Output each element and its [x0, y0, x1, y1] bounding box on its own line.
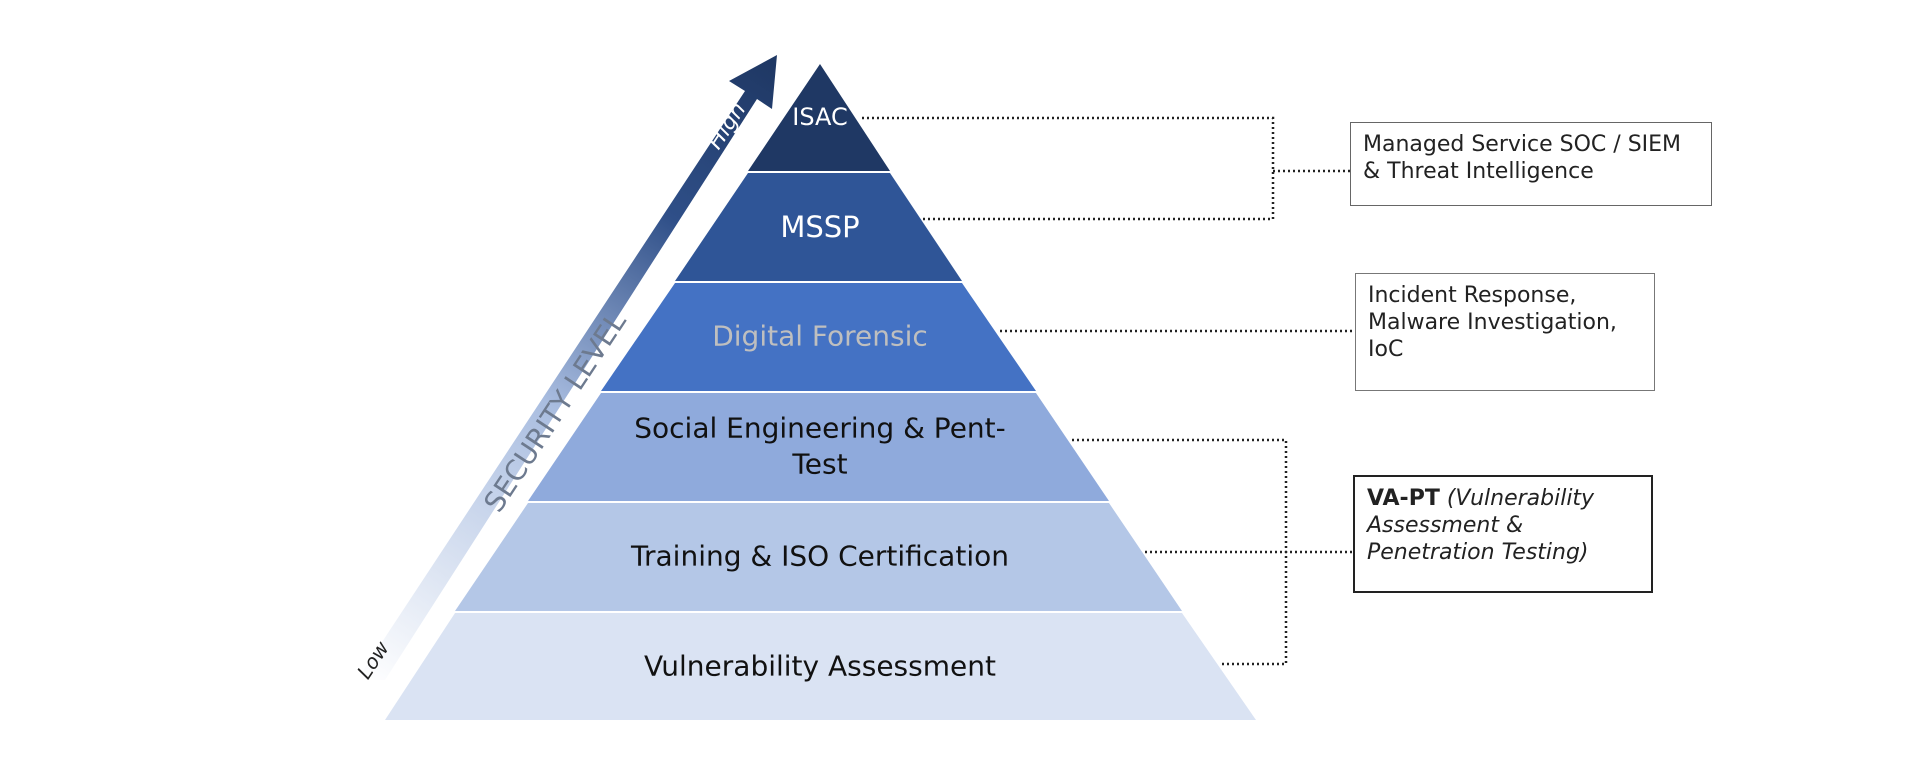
- callout-va-pt: VA-PT (Vulnerability Assessment & Penetr…: [1353, 475, 1653, 593]
- pyramid-tier-social-engineering: [528, 393, 1109, 501]
- callout-vapt-italic1: (Vulnerability: [1439, 486, 1595, 511]
- connector-lines: [862, 116, 1355, 666]
- tier-label-vulnerability-assessment: Vulnerability Assessment: [644, 650, 996, 683]
- pyramid-tier-digital-forensic: [601, 283, 1036, 391]
- callout-managed-line1: Managed Service SOC / SIEM: [1363, 132, 1682, 157]
- callout-vapt-title: VA-PT: [1367, 486, 1440, 511]
- tier-label-digital-forensic: Digital Forensic: [712, 320, 928, 353]
- callout-incident-response: Incident Response, Malware Investigation…: [1355, 273, 1655, 391]
- callout-incident-line2: Malware Investigation,: [1368, 310, 1617, 335]
- callout-vapt-line1: VA-PT (Vulnerability: [1367, 485, 1639, 512]
- callout-incident-line1: Incident Response,: [1368, 283, 1577, 308]
- tier-label-isac: ISAC: [792, 103, 848, 131]
- pyramid-tier-mssp: [675, 173, 962, 281]
- pyramid-tier-isac: [748, 64, 890, 171]
- callout-vapt-line3: Penetration Testing): [1367, 540, 1589, 565]
- callout-managed-service: Managed Service SOC / SIEM & Threat Inte…: [1350, 122, 1712, 206]
- tier-label-social-engineering-line2: Test: [791, 448, 847, 481]
- pyramid-tier-vulnerability-assessment: [385, 613, 1256, 720]
- pyramid-tier-training: [455, 503, 1182, 611]
- tier-label-mssp: MSSP: [780, 210, 859, 244]
- tier-label-training: Training & ISO Certification: [630, 540, 1009, 573]
- security-level-arrow: [357, 55, 777, 680]
- connector-managed-bracket: [862, 116, 1275, 221]
- callout-vapt-line2: Assessment &: [1367, 513, 1524, 538]
- callout-managed-line2: & Threat Intelligence: [1363, 159, 1594, 184]
- callout-incident-line3: IoC: [1368, 337, 1404, 362]
- tier-label-social-engineering-line1: Social Engineering & Pent-: [634, 412, 1006, 445]
